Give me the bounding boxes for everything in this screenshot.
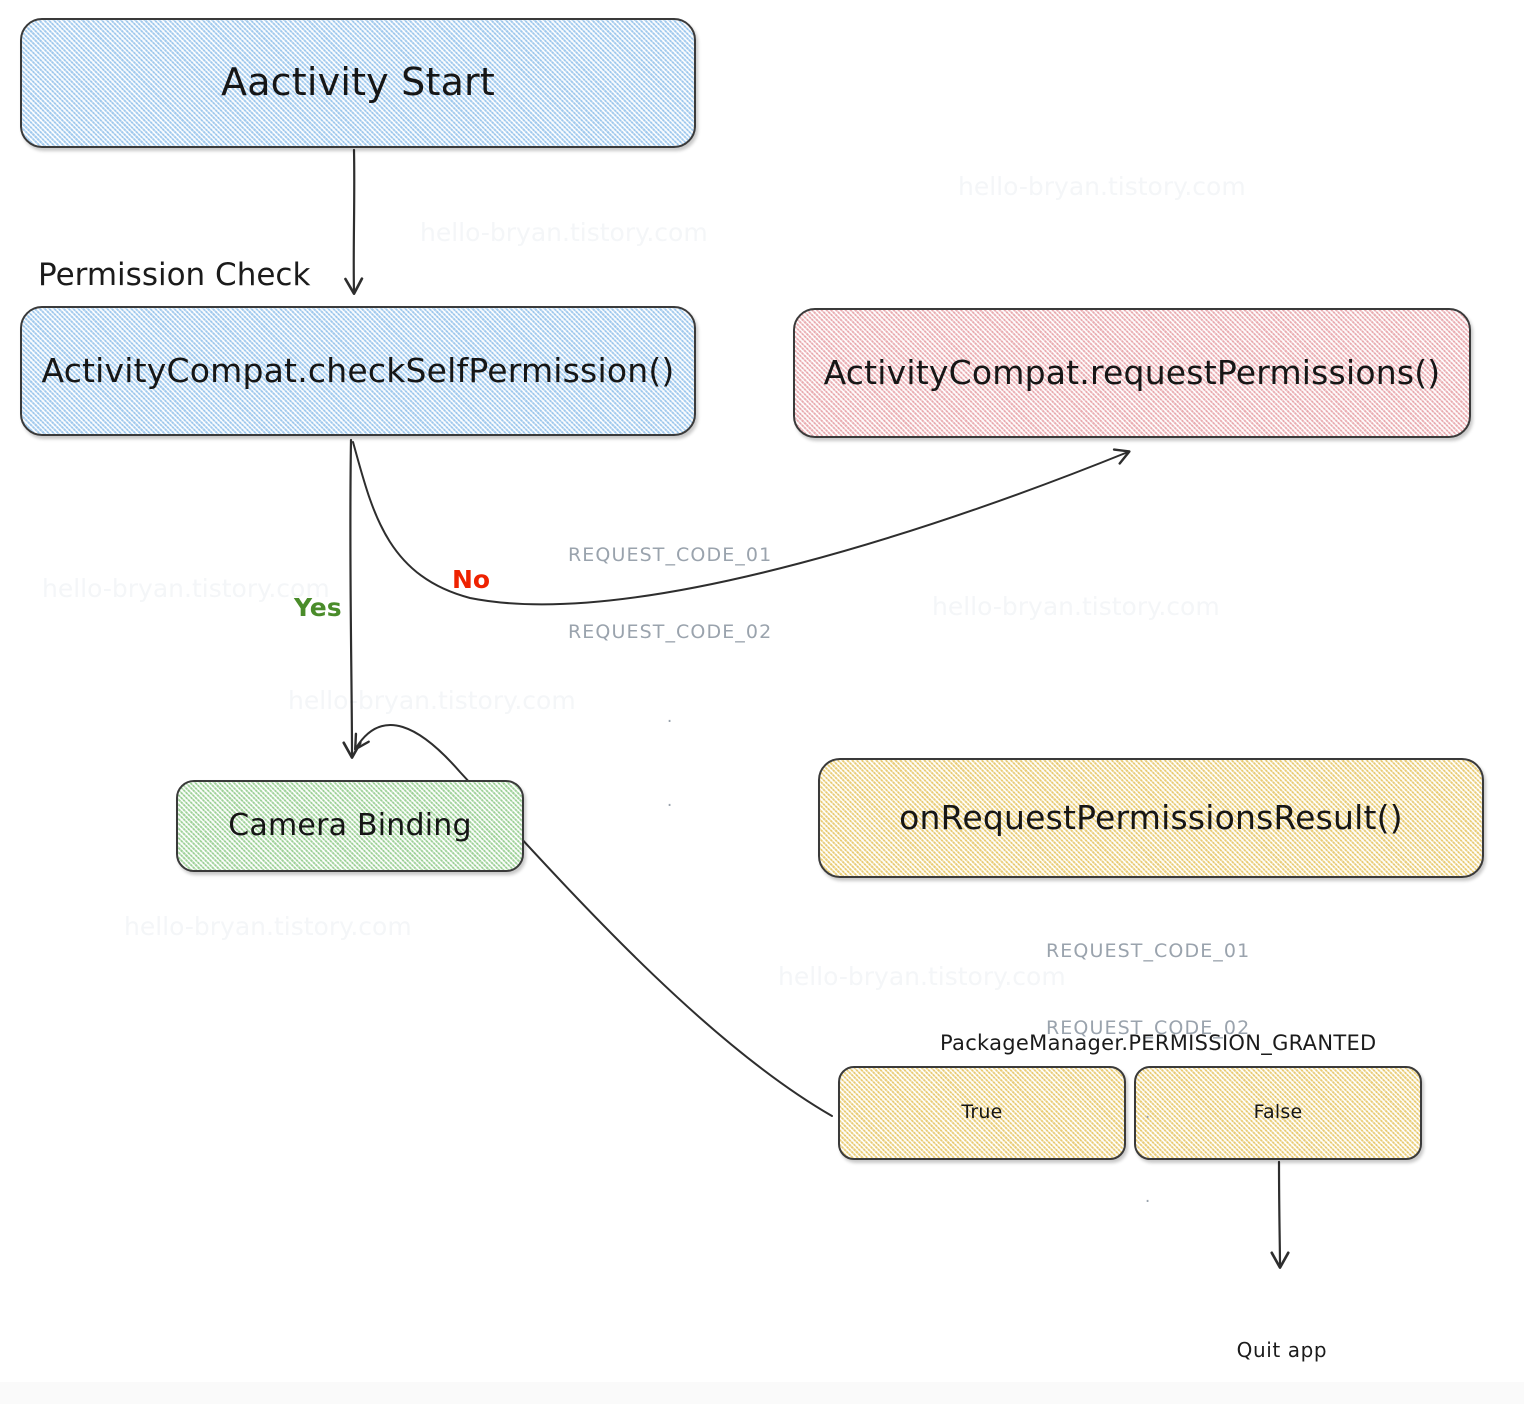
quit-app-line-1: Quit app bbox=[1236, 1338, 1328, 1362]
edge-start-to-check bbox=[344, 148, 364, 295]
node-check-self-permission[interactable]: ActivityCompat.checkSelfPermission() bbox=[20, 306, 696, 436]
result-codes-ellipsis-dot-1: . bbox=[1144, 1103, 1152, 1124]
watermark: hello-bryan.tistory.com bbox=[420, 218, 708, 247]
node-on-request-permissions-result-label: onRequestPermissionsResult() bbox=[899, 798, 1403, 838]
node-camera-binding[interactable]: Camera Binding bbox=[176, 780, 524, 872]
node-check-self-permission-label: ActivityCompat.checkSelfPermission() bbox=[41, 351, 675, 391]
result-codes-ellipsis-dot-2: . bbox=[1144, 1187, 1152, 1208]
node-camera-binding-label: Camera Binding bbox=[228, 807, 472, 843]
node-true-branch-label: True bbox=[961, 1101, 1003, 1124]
node-activity-start[interactable]: Aactivity Start bbox=[20, 18, 696, 148]
result-codes-list: REQUEST_CODE_01 REQUEST_CODE_02 . . bbox=[1046, 888, 1250, 1261]
request-code-line-2: REQUEST_CODE_02 bbox=[568, 621, 773, 644]
edge-false-to-quit bbox=[1270, 1160, 1290, 1269]
edge-label-no: No bbox=[452, 565, 491, 594]
node-request-permissions[interactable]: ActivityCompat.requestPermissions() bbox=[793, 308, 1471, 438]
bottom-band bbox=[0, 1382, 1524, 1404]
request-codes-ellipsis-dot-1: . bbox=[666, 707, 674, 728]
node-request-permissions-label: ActivityCompat.requestPermissions() bbox=[823, 353, 1441, 393]
watermark: hello-bryan.tistory.com bbox=[124, 912, 412, 941]
node-on-request-permissions-result[interactable]: onRequestPermissionsResult() bbox=[818, 758, 1484, 878]
edge-label-yes: Yes bbox=[294, 593, 342, 622]
result-code-line-2: REQUEST_CODE_02 bbox=[1046, 1017, 1251, 1040]
node-false-branch[interactable]: False bbox=[1134, 1066, 1422, 1160]
watermark: hello-bryan.tistory.com bbox=[778, 962, 1066, 991]
node-true-branch[interactable]: True bbox=[838, 1066, 1126, 1160]
label-permission-granted: PackageManager.PERMISSION_GRANTED bbox=[940, 1031, 1377, 1055]
node-activity-start-label: Aactivity Start bbox=[221, 60, 495, 105]
request-codes-list: REQUEST_CODE_01 REQUEST_CODE_02 . . bbox=[568, 492, 772, 865]
node-false-branch-label: False bbox=[1253, 1101, 1303, 1124]
edge-label-permission-check: Permission Check bbox=[38, 257, 311, 293]
request-codes-ellipsis-dot-2: . bbox=[666, 791, 674, 812]
label-quit-app-message: Quit app Message . . bbox=[1236, 1288, 1328, 1404]
watermark: hello-bryan.tistory.com bbox=[932, 592, 1220, 621]
request-code-line-1: REQUEST_CODE_01 bbox=[568, 544, 773, 567]
watermark: hello-bryan.tistory.com bbox=[288, 686, 576, 715]
watermark: hello-bryan.tistory.com bbox=[958, 172, 1246, 201]
watermark: hello-bryan.tistory.com bbox=[42, 574, 330, 603]
result-code-line-1: REQUEST_CODE_01 bbox=[1046, 940, 1251, 963]
